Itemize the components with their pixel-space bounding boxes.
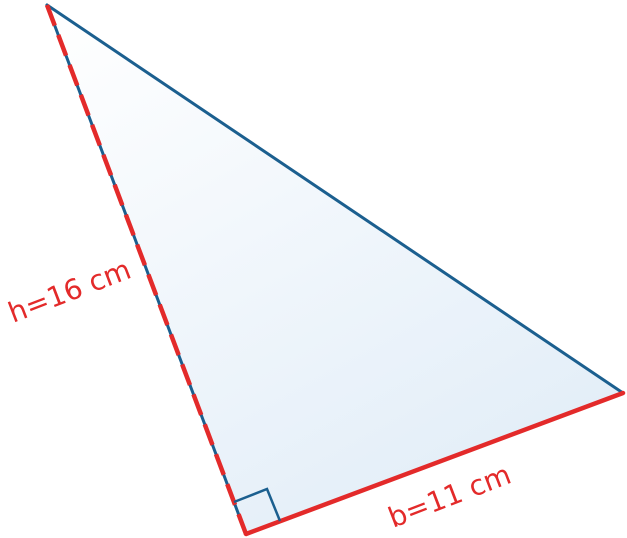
triangle-fill — [47, 5, 623, 534]
height-edge — [45, 3, 248, 536]
hypotenuse-edge — [45, 3, 625, 395]
right-angle-marker — [233, 487, 282, 522]
base-edge — [243, 390, 626, 537]
height-label: h=16 cm — [4, 253, 136, 330]
